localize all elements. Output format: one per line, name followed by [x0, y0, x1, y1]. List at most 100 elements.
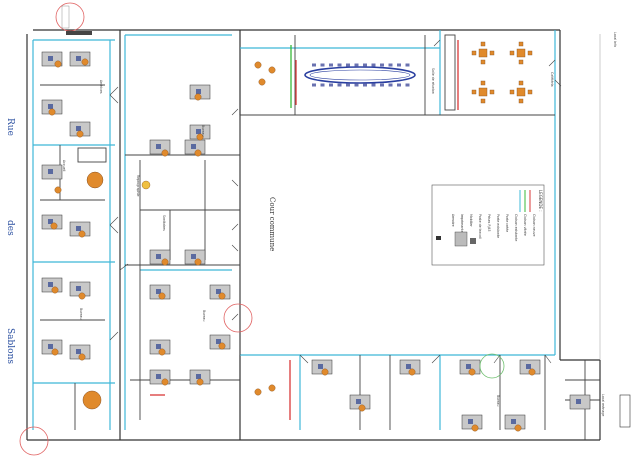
- cafeteria-label: Cafétéria: [550, 72, 554, 87]
- chair: [158, 292, 166, 300]
- chair: [194, 258, 202, 266]
- meeting-chair: [346, 63, 350, 67]
- chair: [254, 61, 262, 69]
- local-menage-label: Local ménage: [601, 394, 605, 416]
- legend-entry: Cloison existante: [514, 214, 518, 241]
- monitor-icon: [48, 56, 53, 61]
- sanitaires-label: Sanitaires: [162, 215, 166, 231]
- monitor-icon: [511, 419, 516, 424]
- meeting-chair: [337, 63, 342, 67]
- legend-entry: Mobilier: [469, 214, 473, 227]
- monitor-icon: [156, 344, 161, 349]
- room-labels: Local info Local ménage Salle de réunion…: [62, 32, 617, 416]
- street-name-part3: Sablons: [5, 328, 15, 364]
- chair: [54, 186, 62, 194]
- monitor-icon: [191, 254, 196, 259]
- monitor-icon: [196, 129, 201, 134]
- chair: [218, 342, 226, 350]
- archives-label: Archives: [99, 80, 103, 94]
- chair: [268, 384, 276, 392]
- chair: [258, 78, 266, 86]
- office-label-a: Bureau: [201, 125, 205, 136]
- monitor-icon: [76, 56, 81, 61]
- legend-entry: Imprimante: [460, 214, 464, 233]
- chair: [468, 368, 476, 376]
- repro-label: Reprographie: [136, 175, 140, 196]
- monitor-icon: [76, 126, 81, 131]
- meeting-table: [304, 66, 416, 84]
- new-partitions: [150, 40, 459, 420]
- chair: [514, 424, 522, 432]
- meeting-chair: [354, 63, 359, 67]
- marker-circle-green: [479, 353, 505, 379]
- top-strip: [61, 5, 631, 428]
- chair: [194, 149, 202, 157]
- legend-entry: Prises RJ45: [487, 214, 491, 232]
- monitor-icon: [48, 344, 53, 349]
- meeting-chair: [320, 83, 325, 87]
- meeting-chair: [380, 83, 384, 87]
- chair: [161, 258, 169, 266]
- chair: [358, 404, 366, 412]
- meeting-chair: [371, 83, 376, 87]
- chair: [268, 66, 276, 74]
- chair: [194, 93, 202, 101]
- reception-label: Accueil: [62, 160, 66, 171]
- monitor-icon: [76, 226, 81, 231]
- meeting-chair: [388, 83, 393, 87]
- glazed-partitions: [32, 30, 556, 430]
- monitor-icon: [156, 254, 161, 259]
- courtyard-label: Cour commune: [268, 197, 276, 251]
- legend-entry: Poste de travail: [478, 214, 482, 239]
- meeting-room-label: Salle de réunion: [431, 68, 435, 94]
- monitor-icon: [48, 219, 53, 224]
- meeting-chair: [405, 83, 410, 87]
- chair: [218, 292, 226, 300]
- chairs: [48, 58, 536, 432]
- chair: [321, 368, 329, 376]
- meeting-chair: [388, 63, 393, 67]
- meeting-chair: [346, 83, 350, 87]
- street-name-part2: des: [5, 220, 15, 236]
- chair: [78, 230, 86, 238]
- monitor-icon: [468, 419, 473, 424]
- meeting-chair: [320, 63, 325, 67]
- chair: [81, 58, 89, 66]
- monitor-icon: [48, 104, 53, 109]
- monitor-icon: [156, 374, 161, 379]
- local-info-label: Local info: [613, 32, 617, 47]
- street-label: Rue des Sablons: [5, 118, 15, 364]
- monitor-icon: [356, 399, 361, 404]
- chair: [196, 378, 204, 386]
- legend-entry: Porte créée: [505, 214, 509, 232]
- meeting-chair: [397, 63, 401, 67]
- monitor-icon: [406, 364, 411, 369]
- meeting-chair: [312, 63, 316, 67]
- office-label-c: Bureau: [79, 308, 83, 319]
- meeting-chair: [329, 83, 333, 87]
- meeting-chair: [371, 63, 376, 67]
- meeting-chair: [397, 83, 401, 87]
- office-label-b: Bureau: [202, 310, 206, 321]
- monitor-icon: [196, 89, 201, 94]
- chair: [196, 133, 204, 141]
- monitor-icon: [48, 169, 53, 174]
- meeting-chair: [363, 83, 367, 87]
- monitor-icon: [76, 349, 81, 354]
- legend-title: LEGENDE :: [538, 190, 543, 212]
- chair: [408, 368, 416, 376]
- monitor-icon: [196, 374, 201, 379]
- legend-entry: Cloison vitrée: [523, 214, 527, 236]
- meeting-chair: [380, 63, 384, 67]
- round-tables: [82, 171, 151, 410]
- monitor-icon: [191, 144, 196, 149]
- monitor-icon: [318, 364, 323, 369]
- legend-entry: Porte existante: [496, 214, 500, 238]
- chair: [161, 149, 169, 157]
- chair: [48, 108, 56, 116]
- meeting-chair: [312, 83, 316, 87]
- chair: [528, 368, 536, 376]
- meeting-chair: [329, 63, 333, 67]
